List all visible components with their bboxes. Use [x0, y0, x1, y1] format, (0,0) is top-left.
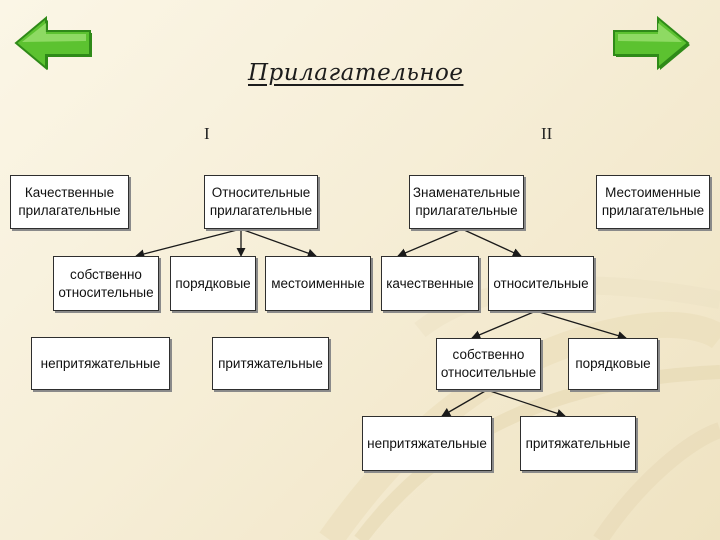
- arrow-left-icon: [14, 15, 92, 71]
- box-poryadkovye-2: порядковые: [568, 338, 658, 390]
- box-otnositelnye: относительные: [488, 256, 594, 311]
- box-kachestvennye: качественные: [381, 256, 479, 311]
- box-znamenatelnye-prilagatelnye: Знаменательные прилагательные: [409, 175, 524, 229]
- forward-button[interactable]: [608, 14, 692, 72]
- box-sobstvenno-otnositelnye-1: собственно относительные: [53, 256, 159, 311]
- box-poryadkovye-1: порядковые: [170, 256, 256, 311]
- box-neprityazhatelnye-2: непритяжательные: [362, 416, 492, 471]
- slide-title: Прилагательное: [248, 60, 464, 86]
- arrow-right-icon: [613, 15, 690, 71]
- box-sobstvenno-otnositelnye-2: собственно относительные: [436, 338, 541, 390]
- box-mestoimennye-prilagatelnye: Местоименные прилагательные: [596, 175, 710, 229]
- branch-label-first: I: [204, 124, 210, 143]
- box-prityazhatelnye-2: притяжательные: [520, 416, 636, 471]
- box-kachestvennye-prilagatelnye: Качественные прилагательные: [10, 175, 129, 229]
- branch-label-second: II: [541, 124, 553, 143]
- back-button[interactable]: [12, 14, 96, 72]
- box-mestoimennye: местоименные: [265, 256, 371, 311]
- box-neprityazhatelnye-1: непритяжательные: [31, 337, 170, 390]
- box-prityazhatelnye-1: притяжательные: [212, 337, 329, 390]
- box-otnositelnye-prilagatelnye: Относительные прилагательные: [204, 175, 318, 229]
